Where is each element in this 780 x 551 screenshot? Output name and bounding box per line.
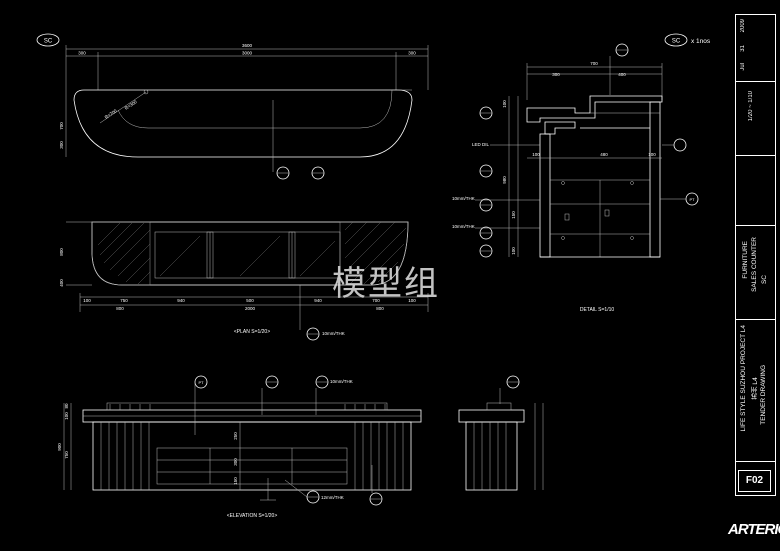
- detail-section: 700 300 400 100 480 100: [452, 43, 699, 313]
- elev-dim-h-2: 300: [233, 458, 238, 466]
- plan-bottom-note: 10mm/THK: [322, 331, 345, 336]
- side-elevation: [458, 375, 544, 491]
- elevation: 900 750 100 80 250 300 150 PT 10mm/THK 1…: [57, 375, 422, 519]
- tb-drawing-name: SALES COUNTER: [751, 237, 758, 292]
- plan-bottom-dim-6: 700: [372, 298, 380, 303]
- detail-tag-pt: PT: [689, 197, 695, 202]
- plan-bottom-dim-1: 100: [83, 298, 91, 303]
- elev-tag-pt: PT: [198, 380, 204, 385]
- detail-vert-dim-3: 150: [511, 211, 516, 219]
- sc-tag-left-label: SC: [44, 39, 53, 45]
- plan-caption: <PLAN S=1/20>: [234, 329, 270, 335]
- elev-dim-v-4: 80: [64, 403, 69, 409]
- plan-bottom-dim-2: 750: [120, 298, 128, 303]
- plan-bottom-dim-4: 500: [246, 298, 254, 303]
- detail-vert-dim-2: 980: [502, 176, 507, 184]
- plan-bottom-dim-3: 940: [177, 298, 185, 303]
- plan-bottom-dim-5: 940: [314, 298, 322, 303]
- plan-top-radius-a: R=700: [104, 108, 118, 120]
- plan-top-overall-dim: 3600: [242, 43, 253, 48]
- elev-dim-v-3: 100: [64, 412, 69, 420]
- detail-top-dim-2: 300: [552, 72, 560, 77]
- tb-project-sub: 苏州 L4: [751, 377, 759, 400]
- detail-caption: DETAIL S=1/10: [580, 307, 615, 313]
- company-logo: ARTERIOR: [728, 521, 780, 538]
- watermark: 模型组: [332, 264, 440, 304]
- plan-bottom-dim-8: 800: [116, 306, 124, 311]
- plan-top: 3600 300 3000 300 700 300 R=700 R=300: [59, 43, 429, 180]
- detail-note-b: 10mm/THK: [452, 224, 475, 229]
- quantity-label: x 1nos: [691, 38, 711, 45]
- elev-dim-h-3: 150: [233, 477, 238, 485]
- elev-dim-v-2: 750: [64, 451, 69, 459]
- elev-note-a: 10mm/THK: [330, 379, 353, 384]
- tb-scale: 1/20 ~ 1/10: [748, 91, 754, 122]
- tb-date-month: Jul: [740, 63, 746, 71]
- plan-top-dim-right: 300: [408, 51, 416, 56]
- elev-dim-h-1: 250: [233, 432, 238, 440]
- detail-vert-dim-1: 100: [502, 100, 507, 108]
- tb-divider-1: [736, 81, 775, 82]
- plan-top-depth-a: 700: [59, 122, 64, 130]
- tb-project: LIFE STYLE SUZHOU PROJECT L4: [740, 325, 747, 432]
- plan-bottom-dim-10: 800: [376, 306, 384, 311]
- plan-bottom-dim-9: 2000: [245, 306, 256, 311]
- tb-date-day: 31: [740, 45, 746, 52]
- detail-top-dim-1: 700: [590, 61, 598, 66]
- tb-divider-3: [736, 225, 775, 226]
- tb-drawing-type: FURNITURE: [742, 241, 749, 279]
- plan-top-dim-left: 300: [78, 51, 86, 56]
- title-block: Jul 31 2009 1/20 ~ 1/10 FURNITURE SALES …: [735, 14, 776, 496]
- detail-mid-dim-1: 100: [532, 152, 540, 157]
- tb-divider-5: [736, 461, 775, 462]
- plan-bottom-side-a: 800: [59, 248, 64, 256]
- plan-top-radius-b: R=300: [124, 99, 138, 111]
- detail-top-dim-3: 400: [618, 72, 626, 77]
- detail-vert-dim-4: 100: [511, 247, 516, 255]
- sc-tag-left: SC: [36, 33, 60, 47]
- plan-top-depth-b: 300: [59, 141, 64, 149]
- elev-note-b: 12mm/THK: [321, 495, 344, 500]
- detail-mid-dim-2: 480: [600, 152, 608, 157]
- elev-dim-v-1: 900: [57, 443, 62, 451]
- sc-tag-right: SC x 1nos: [664, 33, 711, 47]
- tb-drawing-code: SC: [761, 275, 768, 285]
- plan-bottom: 800 400 100 750 940 500 940 700 100 800 …: [59, 221, 429, 341]
- tb-divider-2: [736, 155, 775, 156]
- tb-date-year: 2009: [740, 19, 746, 33]
- detail-led-label: LED DIL: [472, 142, 490, 147]
- sheet-number: F02: [738, 470, 771, 492]
- tb-divider-4: [736, 319, 775, 320]
- detail-note-a: 10mm/THK: [452, 196, 475, 201]
- elevation-caption: <ELEVATION S=1/20>: [227, 513, 278, 519]
- tb-stage: TENDER DRAWING: [760, 365, 767, 425]
- plan-top-dim-mid: 3000: [242, 51, 253, 56]
- plan-bottom-dim-7: 100: [408, 298, 416, 303]
- plan-bottom-side-b: 400: [59, 279, 64, 287]
- sc-tag-right-label: SC: [672, 39, 681, 45]
- detail-mid-dim-3: 100: [648, 152, 656, 157]
